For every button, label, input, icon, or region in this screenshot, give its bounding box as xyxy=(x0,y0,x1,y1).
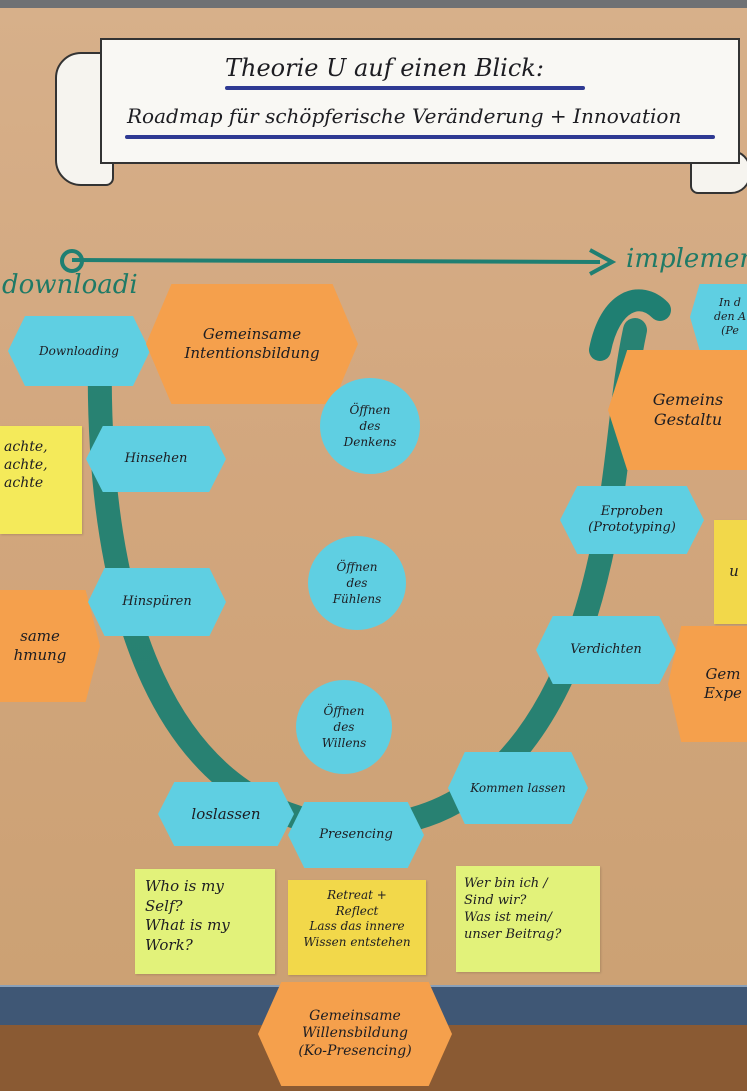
hex-gemeinsames-gestalten-partial: Gemeins Gestaltu xyxy=(608,350,747,470)
hex-loslassen: loslassen xyxy=(158,782,294,846)
hex-hinspueren: Hinspüren xyxy=(88,568,226,636)
hex-gem-expe-partial: Gem Expe xyxy=(668,626,747,742)
title-underline xyxy=(225,86,585,90)
hex-in-den-partial: In d den A (Pe xyxy=(690,284,747,350)
board-frame xyxy=(0,0,747,8)
subtitle-underline xyxy=(125,135,715,139)
banner-subtitle: Roadmap für schöpferische Veränderung + … xyxy=(127,104,682,128)
left-edge-yellow-note: achte, achte, achte xyxy=(0,426,82,534)
hex-hinsehen: Hinsehen xyxy=(86,426,226,492)
hex-gemeinsame-willensbildung: Gemeinsame Willensbildung (Ko-Presencing… xyxy=(258,982,452,1086)
hex-erproben-prototyping: Erproben (Prototyping) xyxy=(560,486,704,554)
circle-oeffnen-des-fuehlens: Öffnen des Fühlens xyxy=(308,536,406,630)
time-arrow-line xyxy=(71,258,601,264)
hex-kommen-lassen: Kommen lassen xyxy=(448,752,588,824)
time-arrow-tail xyxy=(60,249,84,273)
note-self-work: Who is my Self? What is my Work? xyxy=(135,869,275,974)
hex-gemeinsame-intentionsbildung: Gemeinsame Intentionsbildung xyxy=(146,284,358,404)
title-banner xyxy=(100,38,740,164)
right-edge-yellow-note: u xyxy=(714,520,747,624)
hex-verdichten: Verdichten xyxy=(536,616,676,684)
time-arrow-head xyxy=(589,248,617,276)
arrow-label-implementing: implementi xyxy=(626,244,747,274)
hex-downloading: Downloading xyxy=(8,316,150,386)
arrow-label-downloading: downloadi xyxy=(2,270,138,300)
banner-title: Theorie U auf einen Blick: xyxy=(225,54,544,82)
hex-presencing: Presencing xyxy=(288,802,424,868)
circle-oeffnen-des-willens: Öffnen des Willens xyxy=(296,680,392,774)
left-edge-orange-hex: same hmung xyxy=(0,590,100,702)
circle-oeffnen-des-denkens: Öffnen des Denkens xyxy=(320,378,420,474)
note-wer-bin-ich: Wer bin ich / Sind wir? Was ist mein/ un… xyxy=(456,866,600,972)
u-curve-top-right xyxy=(589,289,671,361)
note-retreat-reflect: Retreat + Reflect Lass das innere Wissen… xyxy=(288,880,426,975)
